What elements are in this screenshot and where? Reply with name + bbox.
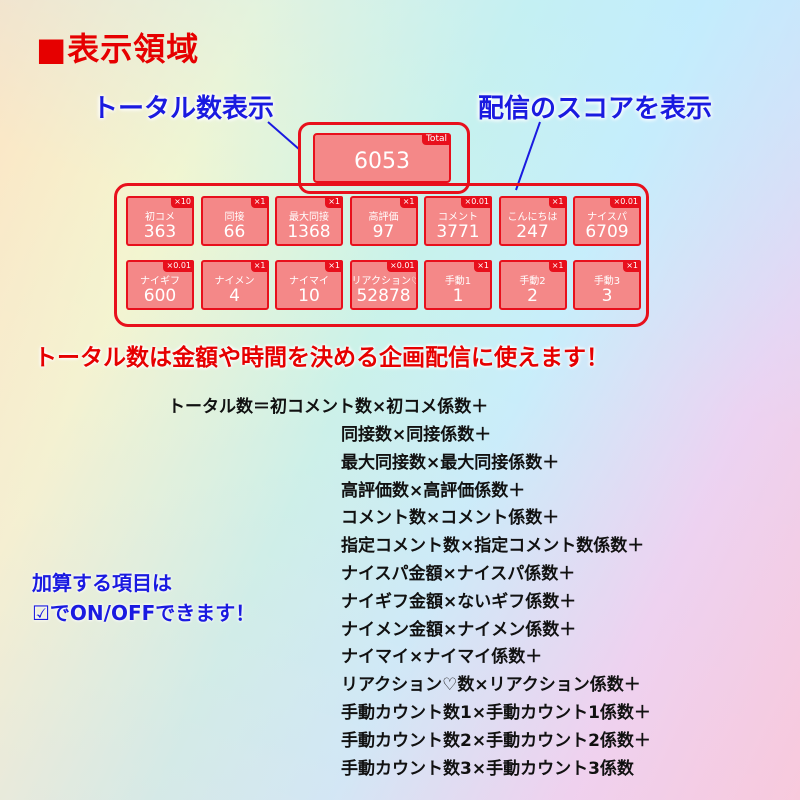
tile-value: 2 — [527, 286, 538, 306]
tile-value: 4 — [229, 286, 240, 306]
tile-value: 97 — [372, 222, 395, 242]
total-tag: Total — [421, 133, 451, 145]
tile-label: ナイスパ — [587, 212, 627, 223]
formula-line: 高評価数×高評価係数＋ — [341, 480, 526, 501]
toggle-note: 加算する項目は ☑でON/OFFできます！ — [32, 568, 255, 628]
tile-value: 600 — [143, 286, 177, 306]
tile-multiplier: ×0.01 — [610, 196, 641, 208]
tile-label: コメント — [438, 212, 478, 223]
tile-label: 手動3 — [593, 276, 621, 287]
formula-line: 手動カウント数2×手動カウント2係数＋ — [341, 730, 651, 751]
section-heading: ■表示領域 — [36, 30, 200, 68]
toggle-note-line2: ☑でON/OFFできます！ — [32, 601, 256, 625]
tile-label: こんにちは — [507, 212, 558, 223]
tile-multiplier: ×1 — [250, 260, 269, 272]
total-display: Total 6053 — [313, 133, 451, 183]
tile-label: ナイギフ — [140, 276, 180, 287]
formula-line: 同接数×同接係数＋ — [341, 425, 492, 445]
tile-multiplier: ×1 — [325, 260, 343, 272]
tile-multiplier: ×0.01 — [163, 260, 194, 272]
tile-value: 66 — [223, 222, 246, 242]
tile-label: 初コメ — [145, 212, 175, 223]
formula-head: トータル数＝初コメント数×初コメ係数＋ — [168, 397, 489, 417]
tile-label: ナイマイ — [289, 276, 329, 287]
toggle-note-line1: 加算する項目は — [32, 571, 172, 595]
formula-line: 指定コメント数×指定コメント数係数＋ — [341, 536, 645, 557]
tile-multiplier: ×10 — [171, 196, 194, 208]
tile-label: 最大同接 — [289, 212, 329, 223]
tile-multiplier: ×0.01 — [386, 260, 418, 272]
tile-label: 高評価 — [368, 212, 399, 223]
tile-multiplier: ×1 — [474, 260, 492, 272]
pointer-line-total — [267, 121, 301, 151]
tile-multiplier: ×1 — [325, 196, 343, 208]
formula-line: ナイスパ金額×ナイスパ係数＋ — [341, 564, 576, 584]
tile-value: 247 — [516, 222, 549, 242]
tile-value: 6709 — [585, 222, 629, 242]
headline: トータル数は金額や時間を決める企画配信に使えます！ — [34, 345, 609, 371]
tile-value: 3 — [601, 286, 613, 306]
score-tile: ×0.01 リアクション♡52878 — [349, 260, 418, 310]
formula-line: コメント数×コメント係数＋ — [341, 508, 560, 529]
total-value: 6053 — [354, 149, 410, 174]
total-highlight-frame: Total 6053 — [298, 122, 470, 194]
tile-multiplier: ×1 — [548, 260, 567, 272]
tile-value: 1368 — [287, 222, 331, 242]
tile-label: リアクション♡ — [351, 276, 416, 287]
tile-value: 10 — [298, 286, 320, 306]
formula-line: ナイマイ×ナイマイ係数＋ — [341, 647, 543, 668]
tile-value: 363 — [143, 222, 177, 242]
tile-value: 1 — [452, 286, 464, 306]
formula-line: 手動カウント数1×手動カウント1係数＋ — [341, 703, 651, 723]
tile-value: 3771 — [436, 222, 480, 242]
callout-score-label: 配信のスコアを表示 — [478, 94, 713, 124]
tile-label: 同接 — [224, 212, 245, 223]
tile-label: 手動2 — [519, 276, 546, 287]
tile-multiplier: ×1 — [623, 260, 641, 272]
tile-label: ナイメン — [214, 276, 255, 287]
tile-multiplier: ×1 — [399, 196, 418, 208]
formula-line: ナイメン金額×ナイメン係数＋ — [341, 619, 577, 640]
callout-total-label: トータル数表示 — [92, 94, 275, 124]
pointer-line-score — [515, 121, 541, 191]
tile-multiplier: ×1 — [548, 196, 567, 208]
tile-label: 手動1 — [444, 276, 472, 287]
tile-value: 52878 — [356, 286, 411, 306]
formula-line: 手動カウント数3×手動カウント3係数 — [341, 758, 634, 779]
formula-line: 最大同接数×最大同接係数＋ — [341, 452, 560, 473]
tile-multiplier: ×1 — [250, 196, 269, 208]
tile-multiplier: ×0.01 — [461, 196, 492, 208]
formula-line: リアクション♡数×リアクション係数＋ — [341, 675, 641, 696]
formula-line: ナイギフ金額×ないギフ係数＋ — [341, 591, 577, 612]
